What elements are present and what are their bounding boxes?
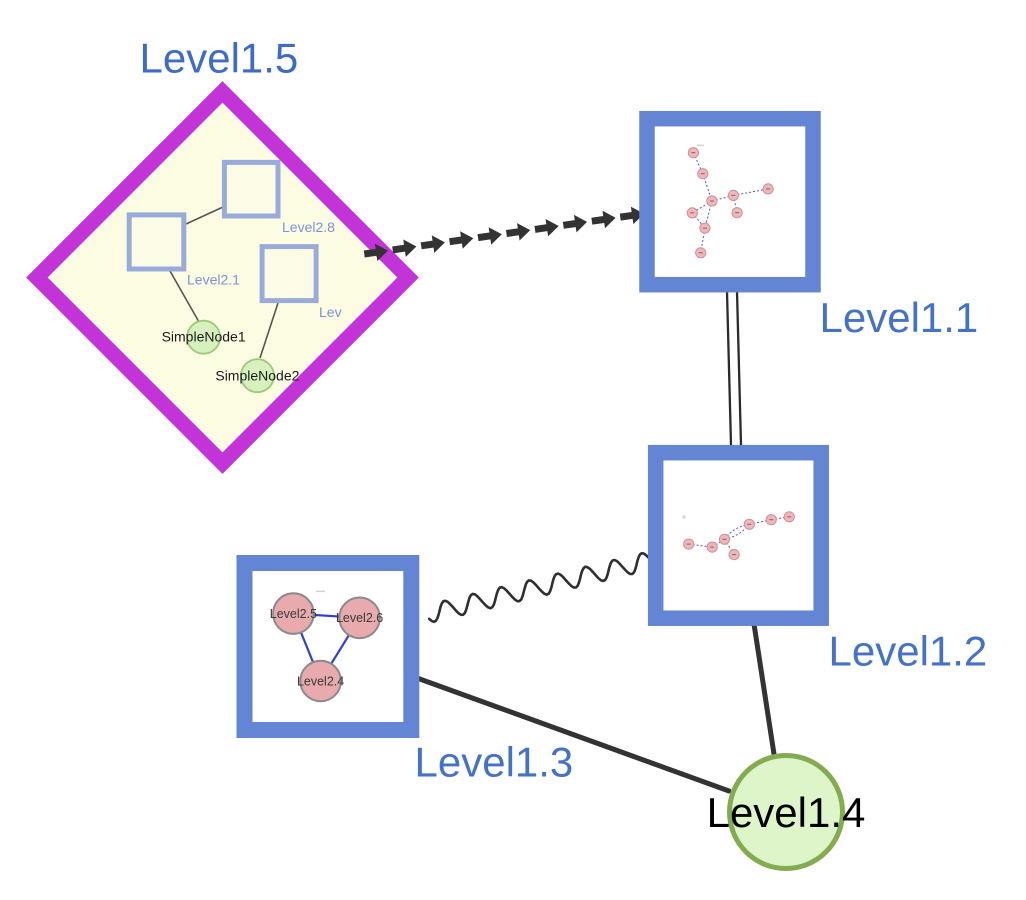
svg-text:Level2.4: Level2.4 <box>297 675 344 689</box>
svg-text:Level2.8: Level2.8 <box>282 219 335 235</box>
svg-text:SimpleNode1: SimpleNode1 <box>162 329 246 345</box>
svg-text:Level1.5: Level1.5 <box>140 35 299 82</box>
svg-text:Lev: Lev <box>319 304 342 320</box>
svg-text:Level2.6: Level2.6 <box>336 611 383 625</box>
svg-text:Level2.1: Level2.1 <box>187 272 240 288</box>
svg-text:Level1.2: Level1.2 <box>829 628 988 675</box>
svg-text:Level1.1: Level1.1 <box>820 294 979 341</box>
svg-text:SimpleNode2: SimpleNode2 <box>215 368 299 384</box>
svg-text:Level2.5: Level2.5 <box>270 607 317 621</box>
svg-text:Level1.4: Level1.4 <box>707 789 866 836</box>
svg-text:Level1.3: Level1.3 <box>415 739 574 786</box>
